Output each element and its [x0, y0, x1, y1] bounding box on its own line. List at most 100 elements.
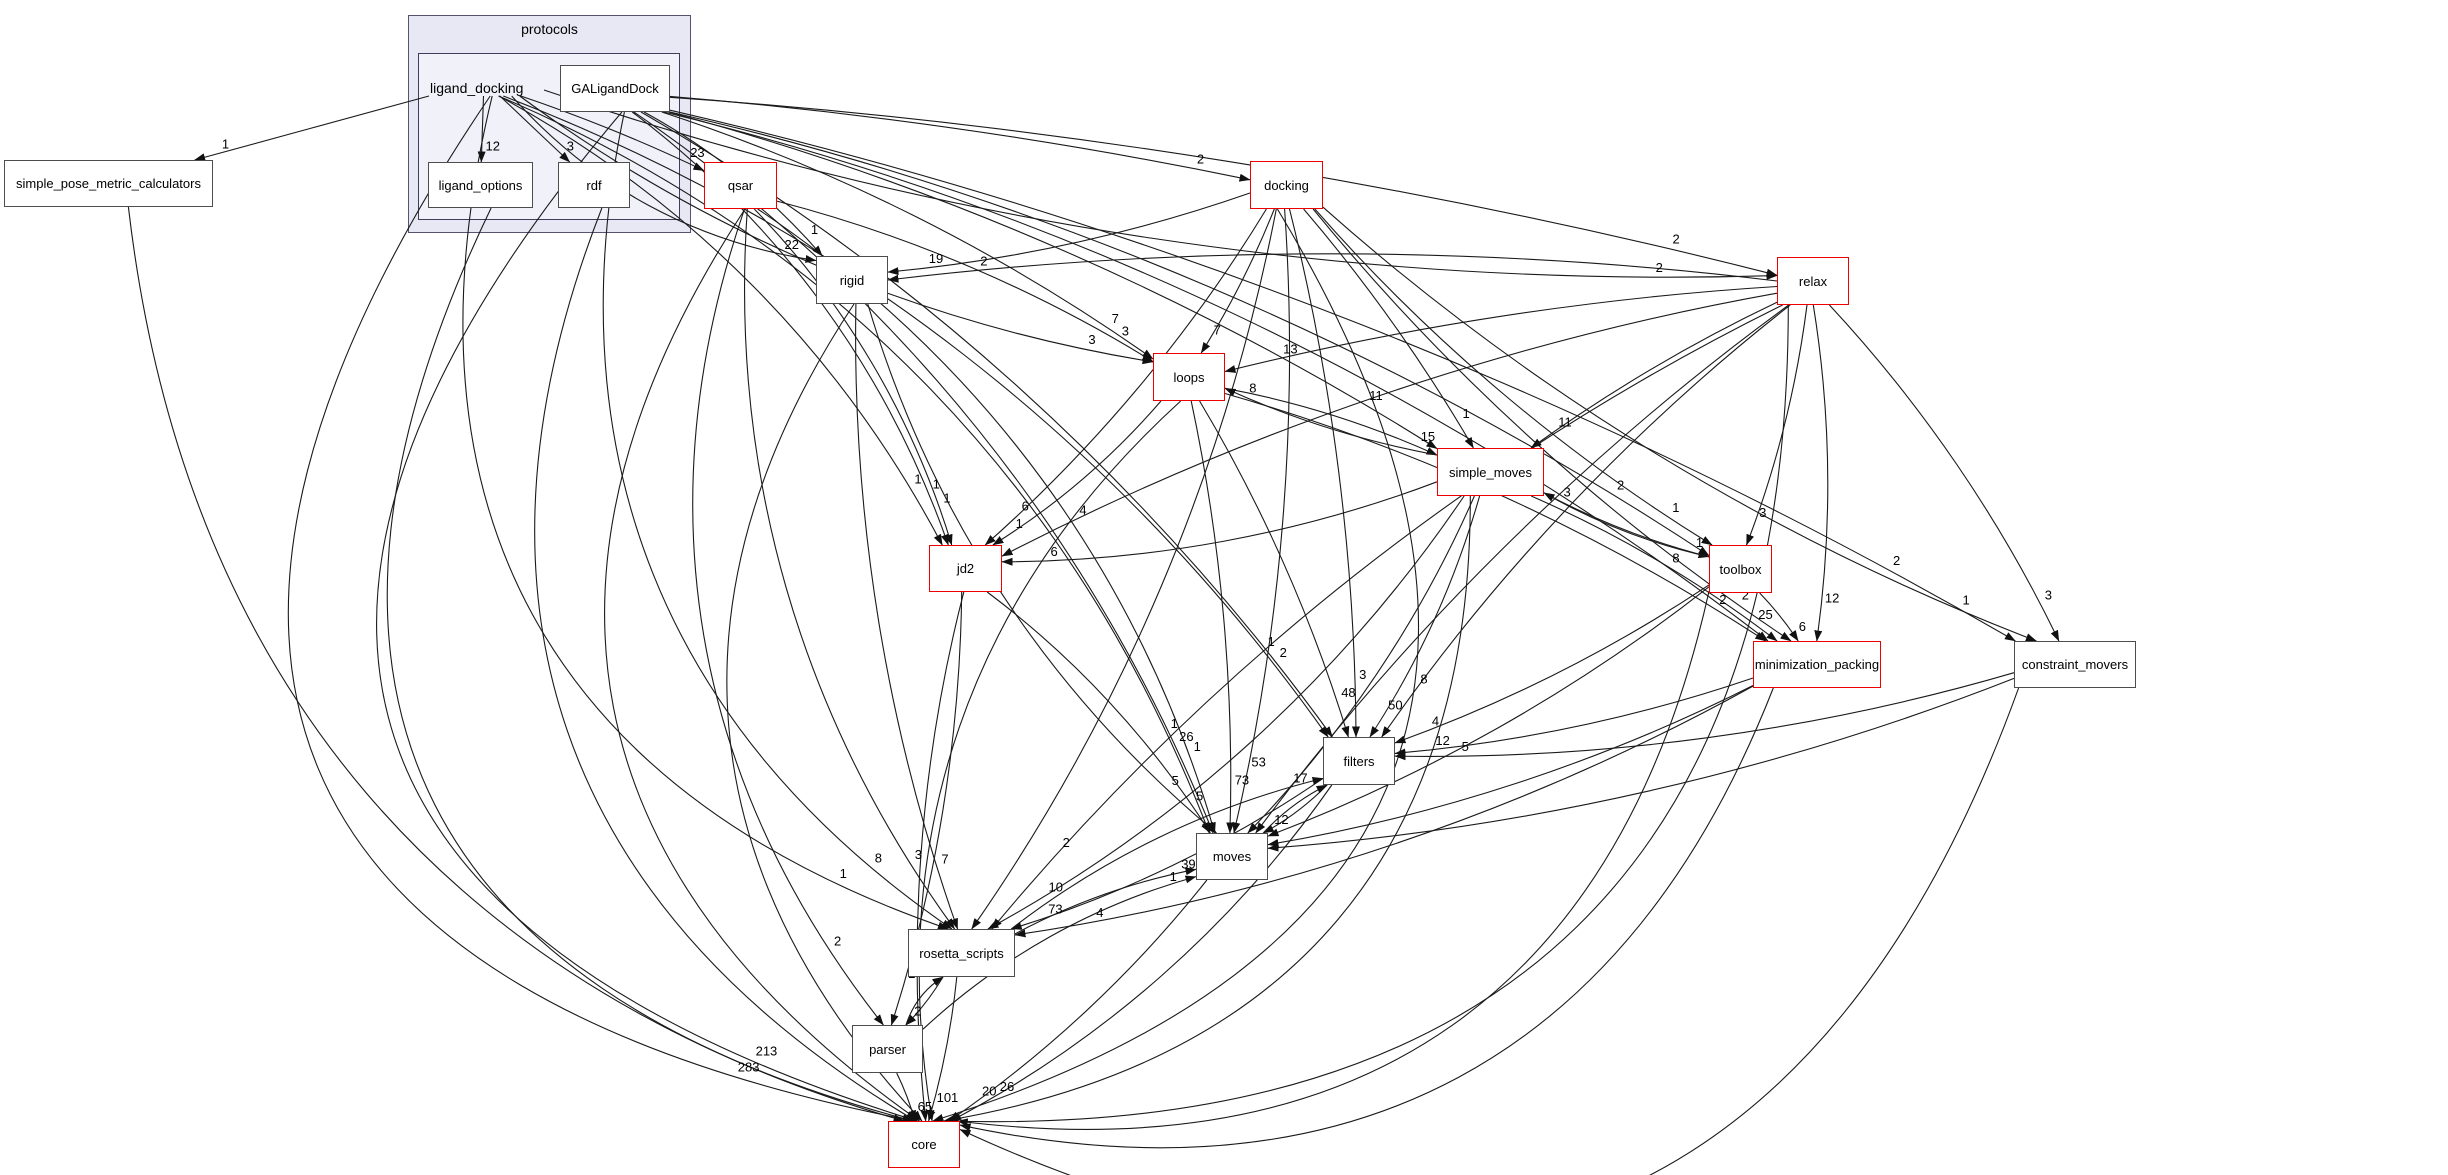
edge-count-qsar-jd2: 1: [943, 490, 950, 505]
edge-toolbox-moves: [1267, 586, 1710, 837]
node-filters[interactable]: filters: [1323, 737, 1395, 785]
edge-count-GALigandDock-minimization_packing: 8: [1672, 551, 1679, 566]
edge-count-simple_moves-loops: 8: [1249, 380, 1256, 395]
edge-GALigandDock-core: [376, 111, 918, 1122]
edge-count-ligand_docking-jd2: 1: [914, 471, 921, 486]
edge-GALigandDock-jd2: [631, 111, 949, 546]
edge-count-relax-jd2: 4: [1079, 503, 1086, 518]
node-docking[interactable]: docking: [1250, 161, 1323, 209]
edge-ligand_docking-core: [287, 95, 915, 1123]
node-GALigandDock[interactable]: GALigandDock: [560, 65, 670, 112]
edge-loops-simple_moves: [1224, 387, 1438, 456]
edge-count-simple_moves-toolbox: 1: [1696, 535, 1703, 550]
edge-qsar-core: [604, 208, 920, 1122]
edge-count-loops-moves: 73: [1235, 773, 1249, 788]
node-rigid[interactable]: rigid: [816, 256, 888, 304]
node-label-simple_moves: simple_moves: [1448, 464, 1533, 480]
node-minimization_packing[interactable]: minimization_packing: [1753, 641, 1881, 688]
edge-simple_moves-moves: [1247, 495, 1475, 834]
node-toolbox[interactable]: toolbox: [1709, 545, 1772, 593]
edge-toolbox-minimization_packing: [1759, 592, 1799, 642]
edge-count-GALigandDock-docking: 2: [1197, 151, 1204, 166]
edge-GALigandDock-rosetta_scripts: [602, 111, 953, 930]
edge-count-GALigandDock-constraint_movers: 2: [1893, 553, 1900, 568]
edge-count-relax-toolbox: 3: [1759, 505, 1766, 520]
edge-simple_moves-loops: [1224, 387, 1438, 456]
node-parser[interactable]: parser: [852, 1025, 923, 1073]
node-constraint_movers[interactable]: constraint_movers: [2014, 641, 2136, 688]
edge-qsar-loops: [776, 200, 1154, 363]
node-label-loops: loops: [1173, 369, 1205, 385]
node-rosetta_scripts[interactable]: rosetta_scripts: [908, 929, 1015, 977]
edge-count-relax-rigid: 2: [980, 254, 987, 269]
node-relax[interactable]: relax: [1777, 257, 1849, 305]
edge-ligand_docking-loops: [519, 95, 1154, 365]
edge-count-relax-loops: 13: [1283, 342, 1297, 357]
edge-count-relax-filters: 8: [1420, 672, 1427, 687]
edge-GALigandDock-toolbox: [669, 111, 1710, 557]
edge-GALigandDock-loops: [661, 111, 1154, 360]
edge-constraint_movers-core: [959, 687, 2020, 1175]
edge-count-rosetta_scripts-filters: 17: [1293, 770, 1307, 785]
edge-count-ligand_docking-loops: 3: [1088, 332, 1095, 347]
edge-count-rigid-moves: 5: [1172, 773, 1179, 788]
edge-jd2-moves: [986, 591, 1211, 834]
edge-relax-rosetta_scripts: [991, 304, 1783, 930]
edge-rigid-rosetta_scripts: [855, 303, 959, 930]
edge-toolbox-core: [956, 591, 1710, 1130]
edge-count-minimization_packing-filters: 12: [1435, 733, 1449, 748]
edge-filters-core: [950, 784, 1333, 1122]
edge-ligand_docking-rdf: [499, 95, 571, 163]
edge-count-relax-constraint_movers: 3: [2045, 588, 2052, 603]
edge-count-qsar-parser: 2: [834, 934, 841, 949]
edge-ligand_docking-rosetta_scripts: [462, 95, 949, 930]
edge-GALigandDock-constraint_movers: [669, 109, 2016, 642]
edge-count-GALigandDock-simple_moves: 11: [1369, 388, 1383, 403]
edge-count-qsar-loops: 3: [1122, 324, 1129, 339]
node-core[interactable]: core: [888, 1121, 960, 1168]
edge-relax-toolbox: [1745, 304, 1808, 546]
edge-ligand_docking-filters: [503, 95, 1329, 738]
edge-qsar-jd2: [753, 208, 953, 546]
edge-docking-filters: [1288, 208, 1360, 738]
edge-count-parser-core: 65: [918, 1099, 932, 1114]
edge-docking-constraint_movers: [1322, 206, 2037, 642]
edge-rosetta_scripts-filters: [1010, 777, 1324, 930]
node-jd2[interactable]: jd2: [929, 545, 1002, 592]
node-rdf[interactable]: rdf: [558, 162, 630, 208]
node-simple_moves[interactable]: simple_moves: [1437, 448, 1544, 496]
edge-ligand_docking-relax: [543, 89, 1778, 280]
edge-relax-simple_moves: [1530, 301, 1778, 449]
node-loops[interactable]: loops: [1153, 353, 1225, 401]
node-ligand_options[interactable]: ligand_options: [428, 162, 533, 208]
edge-count-filters-moves: 12: [1274, 812, 1288, 827]
edge-count-docking-jd2: 6: [1022, 498, 1029, 513]
edge-count-ligand_docking-rdf: 3: [567, 138, 574, 153]
edge-count-ligand_docking-rosetta_scripts: 1: [840, 866, 847, 881]
edge-count-docking-loops: 7: [1214, 322, 1221, 337]
edge-GALigandDock-minimization_packing: [663, 111, 1769, 642]
edge-count-rosetta_scripts-core: 101: [937, 1090, 959, 1105]
edge-count-rosetta_scripts-moves: 39: [1181, 856, 1195, 871]
edge-toolbox-simple_moves: [1543, 492, 1710, 558]
node-moves[interactable]: moves: [1196, 833, 1268, 880]
node-label-ligand_options: ligand_options: [438, 177, 523, 193]
edge-ligand_docking-moves: [498, 95, 1210, 834]
node-qsar[interactable]: qsar: [704, 162, 777, 209]
edge-count-moves-core: 20: [982, 1084, 996, 1099]
edge-relax-loops: [1224, 285, 1778, 373]
edge-count-toolbox-simple_moves: 3: [1564, 484, 1571, 499]
node-simple_pose_metric_calculators[interactable]: simple_pose_metric_calculators: [4, 160, 213, 207]
edge-docking-simple_moves: [1303, 208, 1474, 449]
edge-count-GALigandDock-filters: 2: [1280, 645, 1287, 660]
edge-ligand_docking-jd2: [498, 95, 943, 546]
edge-simple_moves-rosetta_scripts: [987, 495, 1465, 930]
edge-rdf-core: [534, 207, 917, 1122]
edge-rigid-moves: [867, 303, 1217, 834]
edge-relax-minimization_packing: [1812, 304, 1829, 642]
cluster-ligand-docking-label[interactable]: ligand_docking: [430, 80, 524, 96]
edge-count-constraint_movers-filters: 5: [1462, 739, 1469, 754]
edge-count-simple_moves-rosetta_scripts: 10: [1049, 879, 1063, 894]
edge-count-GALigandDock-jd2: 1: [933, 477, 940, 492]
